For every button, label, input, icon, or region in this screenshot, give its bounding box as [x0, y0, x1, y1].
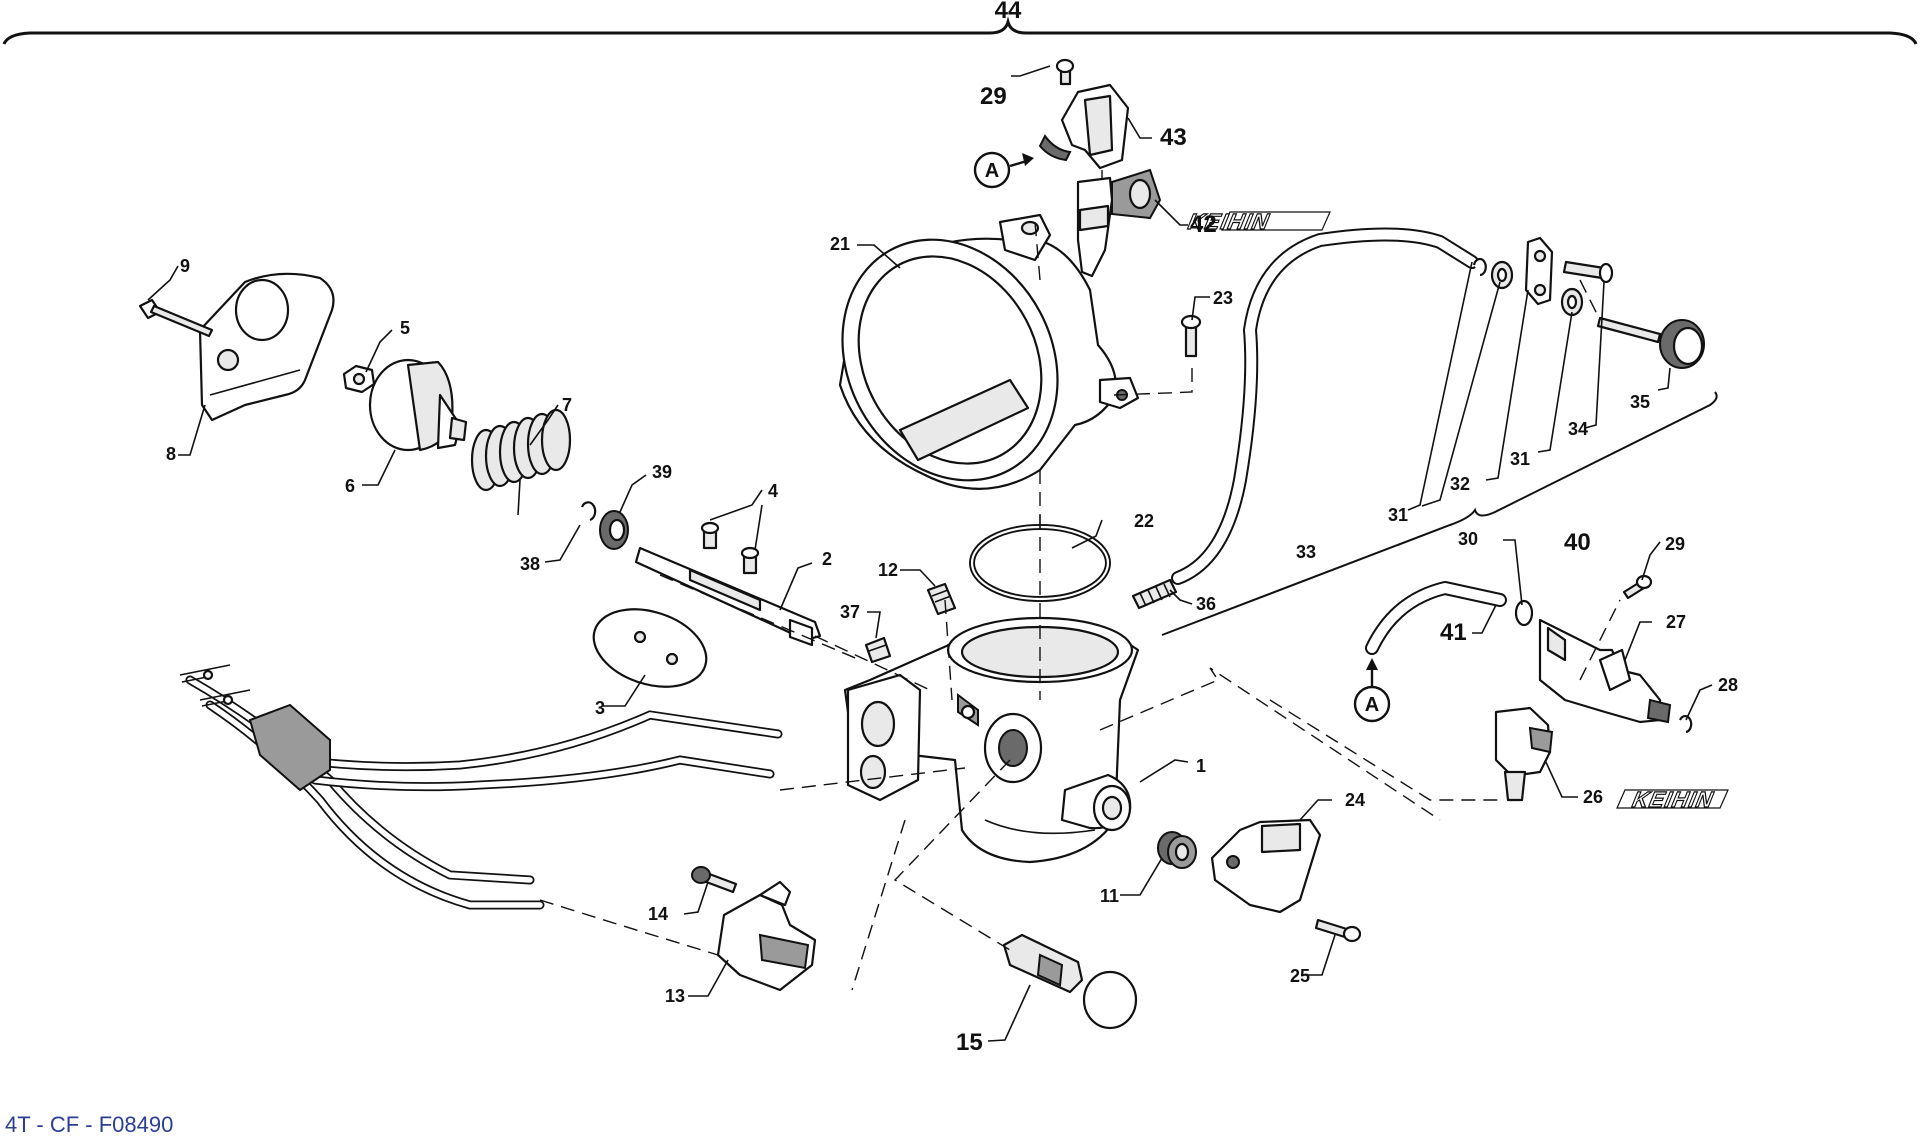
part-38-circlip — [580, 501, 597, 522]
callout-34: 34 — [1568, 419, 1588, 439]
brand-keihin-right: KEIHIN — [1616, 787, 1729, 813]
callout-40: 40 — [1564, 529, 1591, 556]
part-11-bushing — [1157, 831, 1197, 869]
group-30-bracket — [1161, 391, 1718, 636]
assembly-brace: 44 — [2, 0, 1918, 45]
svg-text:A: A — [1365, 694, 1379, 716]
callout-15: 15 — [956, 1029, 983, 1056]
part-6-pulley — [368, 358, 468, 452]
reference-mark-a-right: A — [1353, 658, 1391, 723]
reference-mark-a-top: A — [973, 151, 1034, 189]
callout-1: 1 — [1196, 756, 1206, 776]
part-15-temp-sensor — [1002, 933, 1138, 1030]
part-8-cover — [198, 272, 335, 422]
callout-21: 21 — [830, 234, 850, 254]
part-31-washers — [1472, 257, 1584, 317]
part-4-screws — [700, 521, 760, 575]
callout-9: 9 — [180, 256, 190, 276]
callout-26: 26 — [1583, 787, 1603, 807]
throttle-cables — [179, 664, 783, 910]
callout-33: 33 — [1296, 542, 1316, 562]
part-26-map-sensor — [1494, 706, 1554, 802]
part-7-spring — [470, 408, 572, 516]
part-42-injector — [1076, 168, 1162, 278]
part-24-tps-sensor — [1210, 818, 1322, 914]
callout-6: 6 — [345, 476, 355, 496]
callout-28: 28 — [1718, 675, 1738, 695]
part-39-seal — [599, 510, 629, 550]
assembly-lines — [539, 170, 1621, 991]
part-27-sensor-housing — [1538, 618, 1672, 724]
part-34-screw — [1562, 260, 1614, 284]
callout-43: 43 — [1160, 124, 1187, 151]
part-41-hose — [1365, 581, 1507, 655]
callout-27: 27 — [1666, 612, 1686, 632]
part-12-set-screw — [926, 582, 957, 616]
part-29-screw-right — [1622, 574, 1653, 600]
part-37-set-screw — [864, 636, 892, 664]
callout-38: 38 — [520, 554, 540, 574]
svg-text:KEIHIN: KEIHIN — [1630, 787, 1716, 812]
callout-labels: 1 2 3 4 5 6 7 8 9 11 12 13 14 15 21 22 2… — [166, 83, 1738, 1056]
callout-5: 5 — [400, 318, 410, 338]
callout-3: 3 — [595, 698, 605, 718]
callout-29-top: 29 — [980, 83, 1007, 110]
callout-7: 7 — [562, 395, 572, 415]
callout-41: 41 — [1440, 619, 1467, 646]
part-25-screw — [1314, 918, 1362, 943]
figure-code: 4T - CF - F08490 — [5, 1112, 174, 1137]
callout-42: 42 — [1190, 211, 1217, 238]
callout-39: 39 — [652, 462, 672, 482]
svg-text:KEIHIN: KEIHIN — [1186, 209, 1272, 234]
part-43-injector-cap — [1038, 83, 1130, 170]
part-3-throttle-plate — [592, 608, 708, 688]
callout-leaders — [147, 65, 1713, 1042]
part-21-intake-housing — [838, 213, 1140, 490]
callout-14: 14 — [648, 904, 668, 924]
callout-32: 32 — [1450, 474, 1470, 494]
callout-44: 44 — [995, 0, 1022, 24]
callout-24: 24 — [1345, 790, 1365, 810]
callout-4: 4 — [768, 481, 778, 501]
callout-35: 35 — [1630, 392, 1650, 412]
part-32-bracket — [1524, 236, 1554, 306]
callout-36: 36 — [1196, 594, 1216, 614]
part-33-hose — [1171, 227, 1479, 585]
part-35-adjust-knob — [1596, 316, 1705, 369]
callout-31-left: 31 — [1388, 505, 1408, 525]
callout-12: 12 — [878, 560, 898, 580]
part-13-sensor — [716, 880, 817, 992]
part-28-circlip — [1678, 715, 1693, 734]
callout-30: 30 — [1458, 529, 1478, 549]
callout-29-right: 29 — [1665, 534, 1685, 554]
part-36-spring-clip — [1131, 578, 1178, 610]
callout-37: 37 — [840, 602, 860, 622]
callout-11: 11 — [1100, 886, 1119, 906]
callout-13: 13 — [665, 986, 685, 1006]
callout-25: 25 — [1290, 966, 1310, 986]
callout-22: 22 — [1134, 511, 1154, 531]
svg-text:A: A — [985, 160, 999, 182]
part-29-screw-top — [1055, 58, 1075, 86]
part-2-shaft — [634, 546, 822, 647]
callout-23: 23 — [1213, 288, 1233, 308]
callout-31-right: 31 — [1510, 449, 1530, 469]
callout-2: 2 — [822, 549, 832, 569]
part-14-screw — [691, 866, 738, 894]
part-5-nut — [342, 364, 376, 394]
part-9-screw — [138, 298, 214, 338]
brand-keihin-top: KEIHIN — [1185, 209, 1331, 235]
part-40-clamp — [1514, 599, 1534, 627]
part-23-screw — [1180, 314, 1202, 358]
callout-8: 8 — [166, 444, 176, 464]
